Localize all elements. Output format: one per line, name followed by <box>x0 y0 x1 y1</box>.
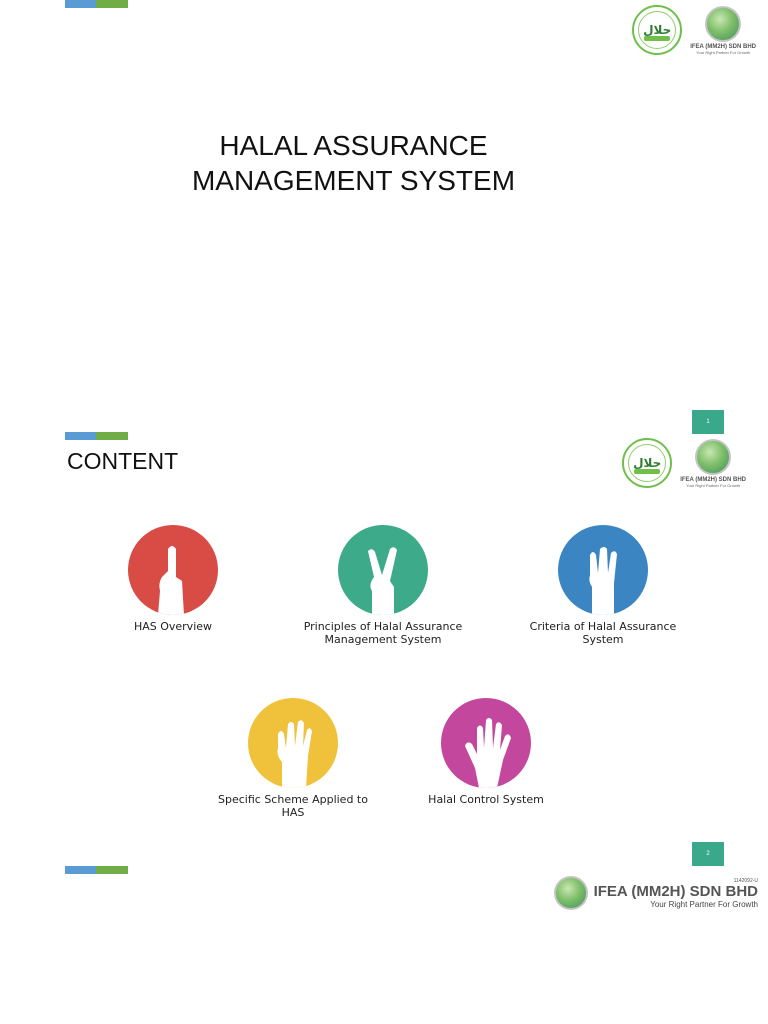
slide-title: حلال IFEA (MM2H) SDN BHD Your Right Part… <box>0 0 768 434</box>
ifea-logo-tagline: Your Right Partner For Growth <box>650 899 758 909</box>
accent-bar-green <box>96 866 128 874</box>
content-item-label: Halal Control System <box>428 793 544 806</box>
accent-bar-blue <box>65 432 96 440</box>
globe-icon <box>553 876 588 910</box>
halal-seal-text: حلال <box>633 456 662 470</box>
ifea-logo-name: IFEA (MM2H) SDN BHD <box>680 476 746 483</box>
halal-seal-text: حلال <box>643 23 672 37</box>
five-finger-hand-icon <box>441 698 531 788</box>
slide-title-text: HALAL ASSURANCE MANAGEMENT SYSTEM <box>0 128 768 198</box>
content-item-has-overview[interactable]: HAS Overview <box>98 525 248 633</box>
content-item-label: HAS Overview <box>133 620 213 633</box>
content-item-halal-control[interactable]: Halal Control System <box>411 698 561 806</box>
slide-content: CONTENT حلال IFEA (MM2H) SDN BHD Your Ri… <box>0 432 768 866</box>
title-line-1: HALAL ASSURANCE <box>219 130 488 161</box>
ifea-logo: IFEA (MM2H) SDN BHD Your Right Partner F… <box>680 438 746 488</box>
content-item-label: Principles of Halal Assurance Management… <box>303 620 463 646</box>
four-finger-hand-icon <box>248 698 338 788</box>
ifea-logo: IFEA (MM2H) SDN BHD Your Right Partner F… <box>690 5 756 55</box>
accent-bar-blue <box>65 866 96 874</box>
page-number-badge: 1 <box>692 410 724 434</box>
ifea-logo-large: 1142092-U IFEA (MM2H) SDN BHD Your Right… <box>553 876 758 910</box>
one-finger-hand-icon <box>128 525 218 615</box>
title-line-2: MANAGEMENT SYSTEM <box>191 165 516 196</box>
three-finger-hand-icon <box>558 525 648 615</box>
accent-bar-green <box>96 0 128 8</box>
ifea-registration: 1142092-U <box>733 877 758 884</box>
globe-icon <box>695 438 732 475</box>
content-heading: CONTENT <box>67 448 179 474</box>
accent-bar-blue <box>65 0 96 8</box>
accent-bar <box>65 0 128 8</box>
content-item-criteria[interactable]: Criteria of Halal Assurance System <box>528 525 678 646</box>
content-item-label: Specific Scheme Applied to HAS <box>218 793 368 819</box>
ifea-logo-tagline: Your Right Partner For Growth <box>696 49 751 55</box>
page-number-badge: 2 <box>692 842 724 866</box>
two-finger-hand-icon <box>338 525 428 615</box>
accent-bar-green <box>96 432 128 440</box>
content-item-label: Criteria of Halal Assurance System <box>529 620 677 646</box>
globe-icon <box>705 5 742 42</box>
header-logos: حلال IFEA (MM2H) SDN BHD Your Right Part… <box>622 438 746 488</box>
content-item-principles[interactable]: Principles of Halal Assurance Management… <box>268 525 498 646</box>
slide-partial: 1142092-U IFEA (MM2H) SDN BHD Your Right… <box>0 864 768 1024</box>
halal-seal-logo: حلال <box>622 438 673 488</box>
ifea-logo-tagline: Your Right Partner For Growth <box>686 482 741 488</box>
ifea-logo-name: IFEA (MM2H) SDN BHD <box>690 43 756 50</box>
ifea-logo-name: IFEA (MM2H) SDN BHD <box>593 882 758 900</box>
halal-seal-logo: حلال <box>632 5 683 55</box>
accent-bar <box>65 432 128 440</box>
content-item-specific-scheme[interactable]: Specific Scheme Applied to HAS <box>218 698 368 819</box>
accent-bar <box>65 866 128 874</box>
header-logos: حلال IFEA (MM2H) SDN BHD Your Right Part… <box>632 5 756 55</box>
